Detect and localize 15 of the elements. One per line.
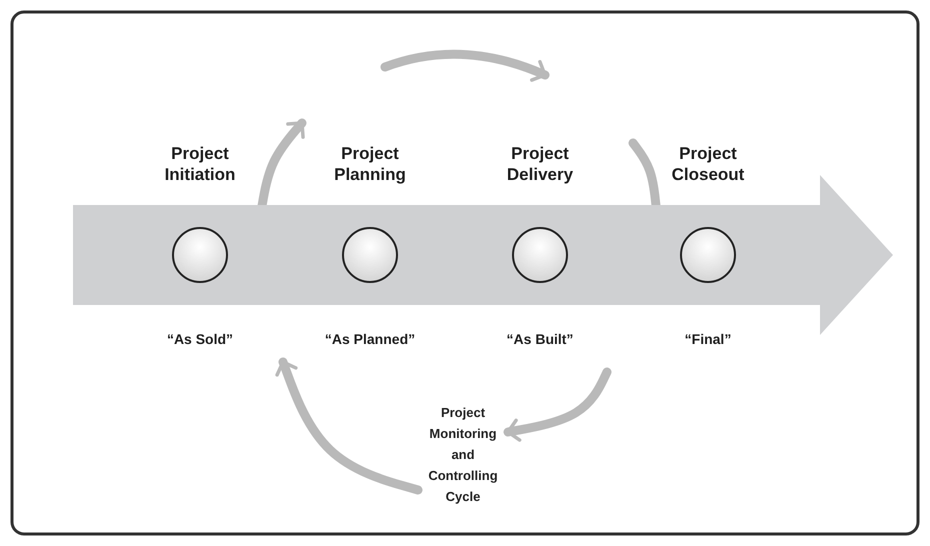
milestone-circle xyxy=(340,225,400,285)
phase-note: “As Sold” xyxy=(166,330,234,348)
curved-arrow xyxy=(275,358,422,494)
phase-note: “As Built” xyxy=(506,330,574,348)
milestone-circle xyxy=(170,225,230,285)
phase-title: Project Planning xyxy=(333,143,407,185)
phase-title: Project Closeout xyxy=(670,143,746,185)
cycle-label: Project Monitoring and Controlling Cycle xyxy=(418,402,508,507)
phase-title: Project Initiation xyxy=(164,143,236,185)
phase-note: “Final” xyxy=(684,330,732,348)
curved-arrow xyxy=(504,368,612,442)
phase-note: “As Planned” xyxy=(324,330,416,348)
milestone-circle xyxy=(510,225,570,285)
phase-title: Project Delivery xyxy=(506,143,574,185)
milestone-circle xyxy=(678,225,738,285)
